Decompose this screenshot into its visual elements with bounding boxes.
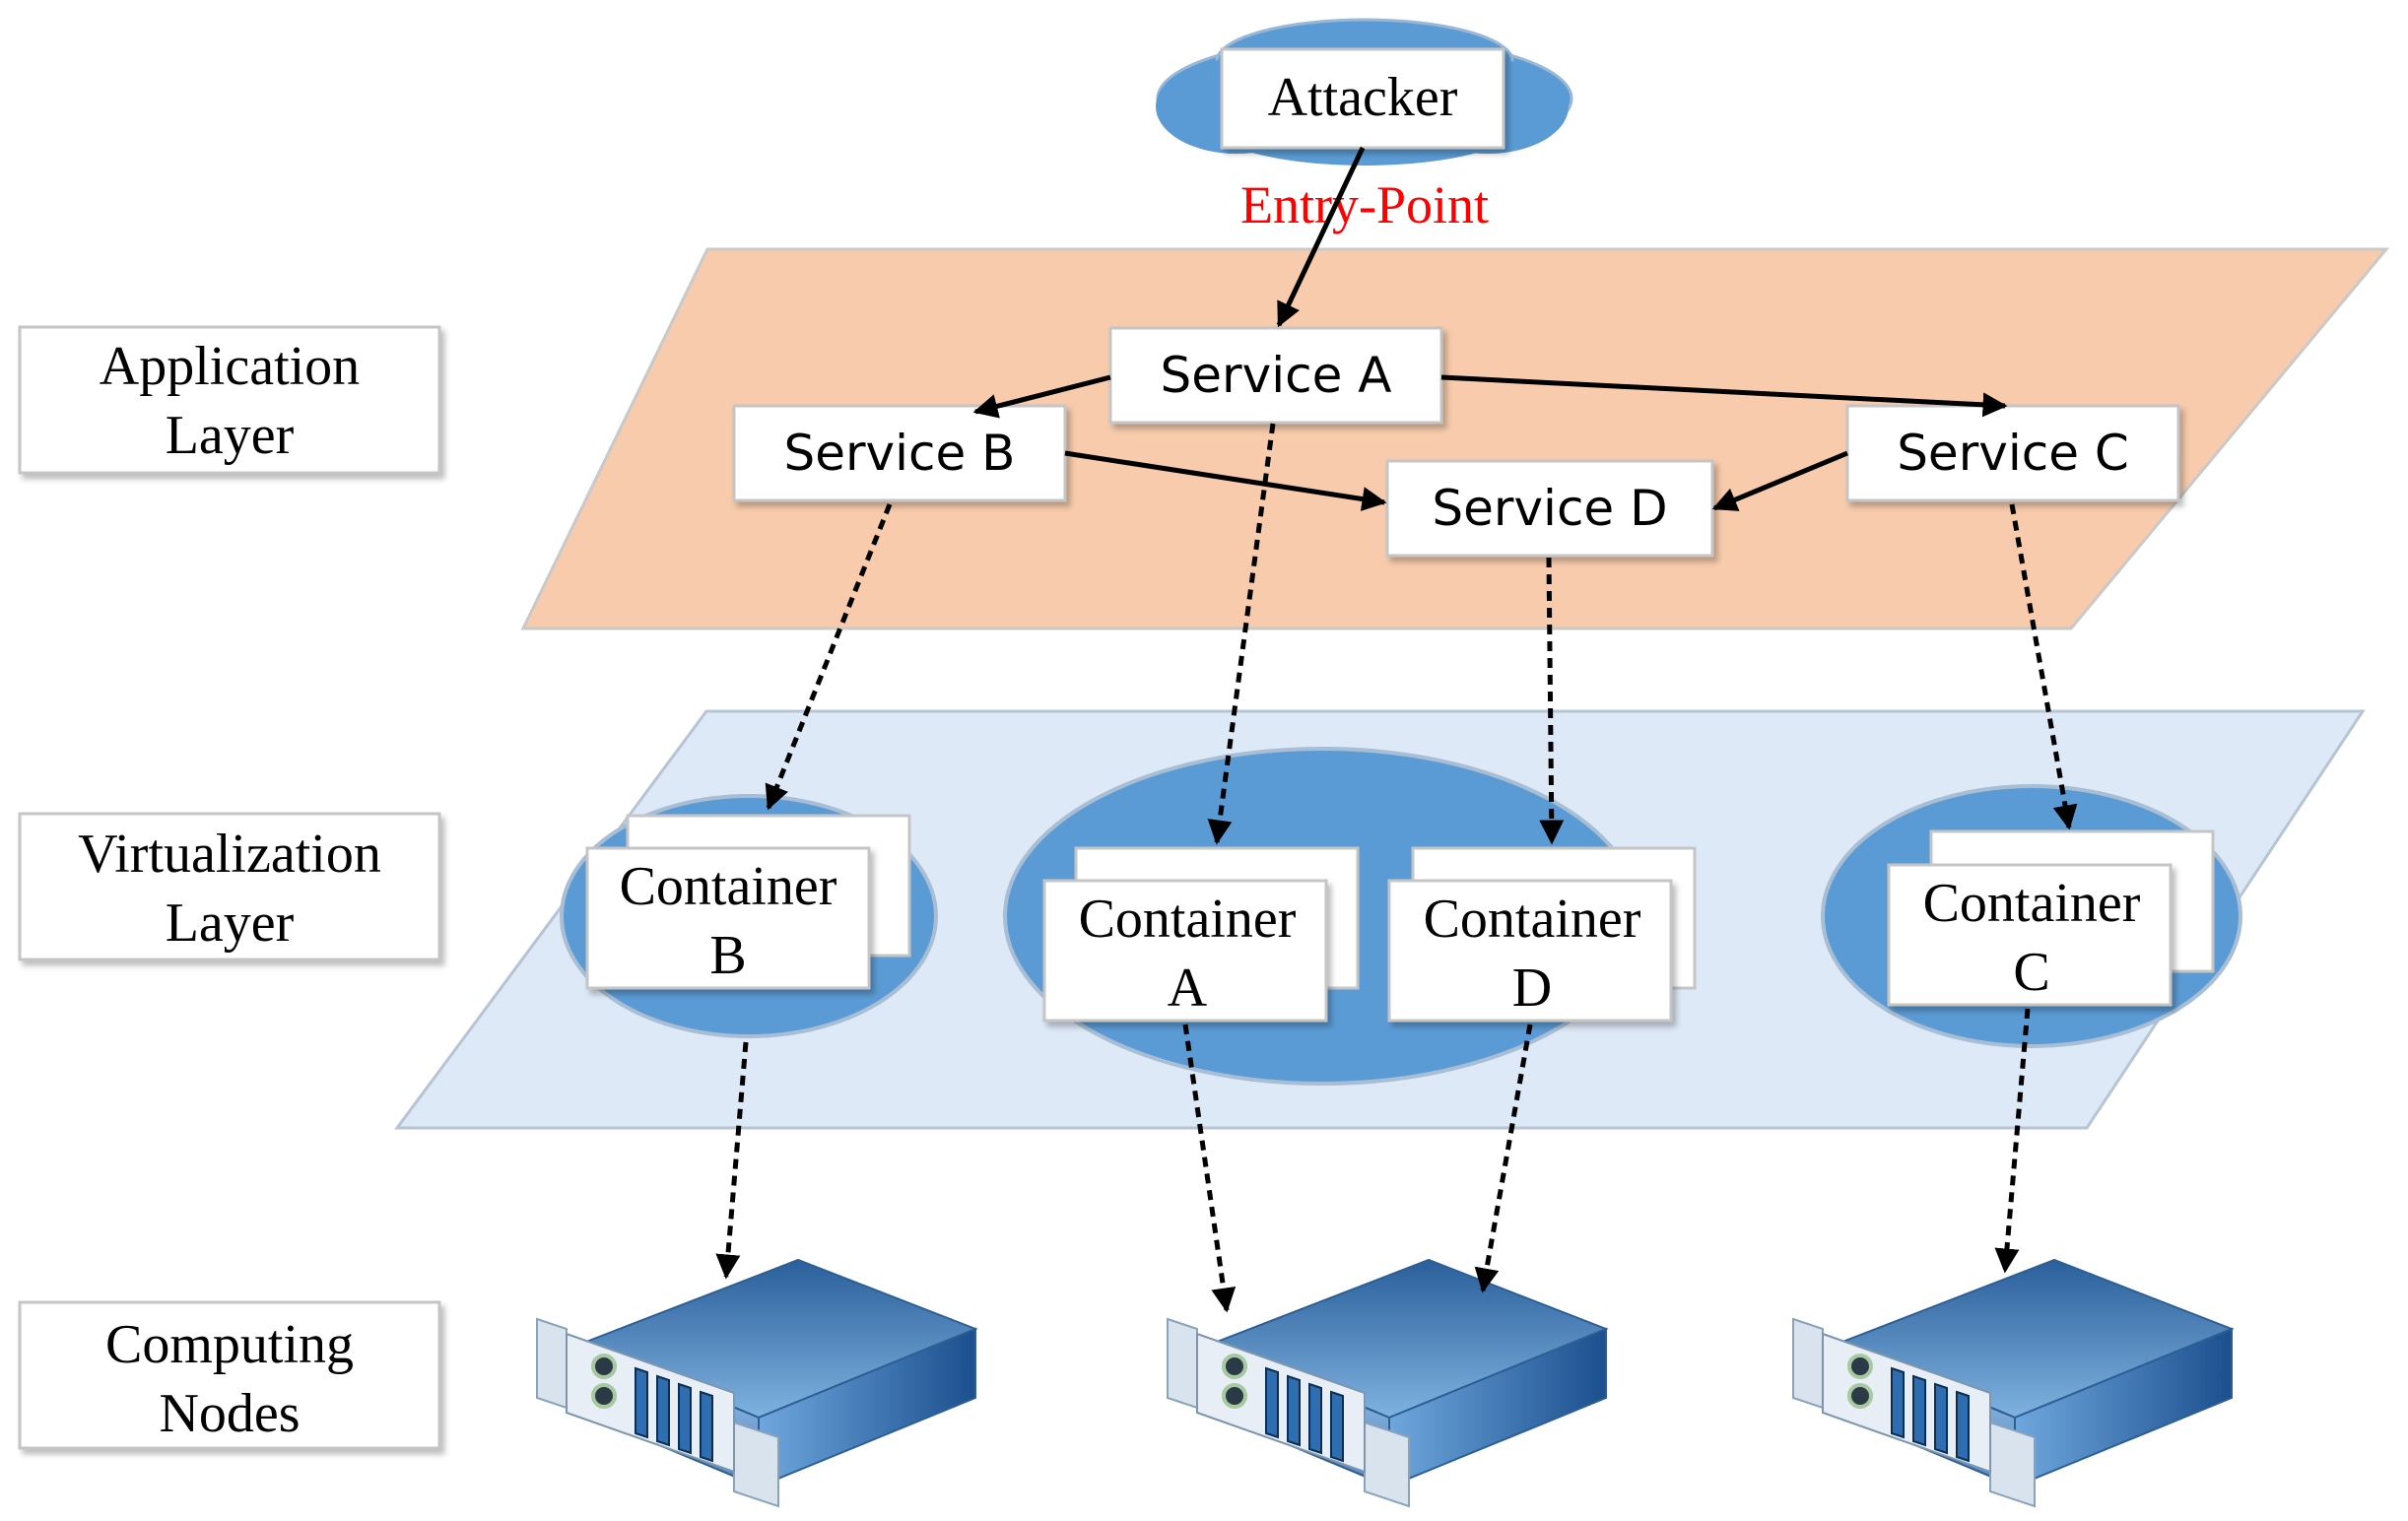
container-label-line1: Container (620, 856, 837, 917)
arrow-service-c-to-service-d (1711, 450, 1848, 511)
dashed-arrow-service-c-to-container-c (2009, 503, 2078, 830)
container-c: Container C (1887, 829, 2215, 1007)
container-label-line2: A (1168, 958, 1208, 1019)
arrow-service-b-to-service-d (1064, 450, 1387, 511)
dashed-arrow-container-c-to-node-3 (1994, 1008, 2031, 1274)
dashed-arrow-service-b-to-container-b (765, 503, 893, 811)
container-b: Container B (585, 814, 911, 990)
container-label-line1: Container (1079, 889, 1297, 950)
container-label-line2: C (2013, 942, 2049, 1003)
layer-label-line1: Computing (105, 1314, 354, 1375)
layer-label-line2: Nodes (159, 1383, 300, 1444)
application-layer-plane (520, 247, 2390, 630)
layer-label-computing: Computing Nodes (18, 1300, 441, 1450)
arrow-attacker-to-service-a (1276, 146, 1366, 328)
service-a-box: Service A (1108, 326, 1443, 425)
layer-label-virtualization: Virtualization Layer (18, 812, 441, 961)
computing-node-2 (1166, 1258, 1608, 1508)
service-c-box: Service C (1845, 404, 2180, 502)
computing-node-3 (1791, 1258, 2234, 1508)
container-label-line2: D (1512, 958, 1552, 1019)
attacker-label: Attacker (1268, 67, 1458, 128)
layer-label-application: Application Layer (18, 325, 441, 475)
arrow-service-a-to-service-b (972, 374, 1111, 419)
service-d-box: Service D (1385, 459, 1714, 558)
service-d-label: Service D (1432, 480, 1667, 537)
container-label-line2: B (709, 925, 746, 986)
dashed-arrow-service-a-to-container-a (1207, 423, 1276, 845)
service-b-label: Service B (784, 425, 1016, 482)
layer-label-line1: Virtualization (78, 824, 381, 885)
attacker-box: Attacker (1220, 47, 1505, 150)
layer-label-line1: Application (100, 336, 360, 397)
service-a-label: Service A (1161, 347, 1392, 404)
service-c-label: Service C (1897, 425, 2129, 482)
container-label-line1: Container (1923, 873, 2141, 934)
container-d: Container D (1387, 846, 1697, 1023)
dashed-arrow-container-a-to-node-2 (1182, 1024, 1237, 1313)
service-b-box: Service B (732, 404, 1067, 502)
layer-label-line2: Layer (166, 893, 295, 954)
dashed-arrow-service-d-to-container-d (1539, 557, 1565, 845)
dashed-arrow-container-d-to-node-2 (1474, 1024, 1533, 1293)
layer-label-line2: Layer (166, 405, 295, 466)
container-label-line1: Container (1424, 889, 1641, 950)
dashed-arrow-container-b-to-node-1 (715, 1041, 749, 1280)
arrow-service-a-to-service-c (1440, 374, 2008, 418)
computing-node-1 (535, 1258, 977, 1508)
entry-point-label: Entry-Point (1240, 175, 1489, 234)
container-a: Container A (1042, 846, 1360, 1023)
